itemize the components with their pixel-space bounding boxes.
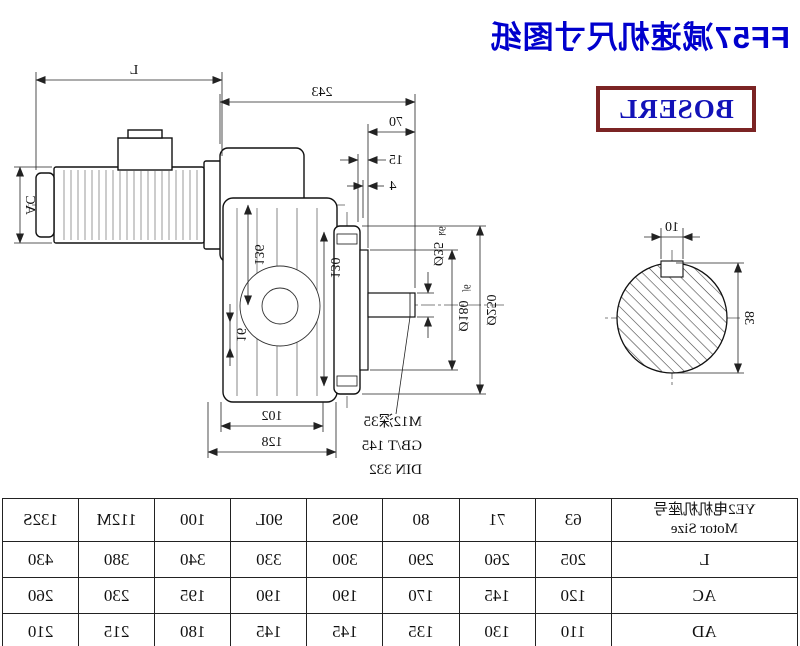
dim-16-label: 16 — [233, 328, 248, 342]
cell: 260 — [459, 541, 536, 578]
cell: 290 — [383, 541, 460, 578]
col-112m: 112M — [78, 498, 155, 542]
header-motor-size: YE2电机机座号 Motor Size — [611, 498, 798, 542]
cell: 300 — [306, 541, 383, 578]
gear-cover-hub — [261, 287, 299, 325]
cell: 330 — [230, 541, 307, 578]
row-label: L — [611, 541, 798, 578]
row-label: AD — [611, 613, 798, 646]
cell: 380 — [78, 541, 155, 578]
table-header-row: YE2电机机座号 Motor Size 63 71 80 90S 90L 100… — [2, 498, 798, 542]
cell: 170 — [383, 577, 460, 614]
standard-gb-note: GB/T 145 — [362, 438, 422, 454]
cell: 130 — [459, 613, 536, 646]
dim-spigot-tolerance: j6 — [462, 284, 472, 293]
dimension-labels: L 243 70 15 4 AC Ø250 Ø180 j6 Ø35 k6 136… — [22, 63, 756, 478]
col-100: 100 — [154, 498, 231, 542]
table-row-AC: AC 120 145 170 190 190 195 230 260 — [2, 577, 798, 614]
cell: 260 — [2, 577, 79, 614]
cell: 145 — [459, 577, 536, 614]
dim-136-label: 136 — [251, 245, 266, 266]
cell: 195 — [154, 577, 231, 614]
terminal-box — [117, 137, 173, 171]
col-63: 63 — [535, 498, 612, 542]
tapped-hole-note: M12深35 — [364, 413, 422, 430]
dim-overall-label: 243 — [312, 85, 333, 100]
header-line2: Motor Size — [670, 521, 738, 537]
col-90s: 90S — [306, 498, 383, 542]
motor-view — [35, 129, 225, 250]
dimension-lines — [14, 72, 744, 458]
dim-shaft-diameter-label: Ø35 — [430, 242, 445, 266]
col-90l: 90L — [230, 498, 307, 542]
motor-size-table: YE2电机机座号 Motor Size 63 71 80 90S 90L 100… — [2, 498, 798, 646]
keyway — [660, 260, 684, 278]
cell: 430 — [2, 541, 79, 578]
cell: 135 — [383, 613, 460, 646]
dim-over-key-label: 38 — [741, 311, 756, 325]
motor-cooling-fins — [63, 170, 198, 240]
reducer-dimension-drawing: L 243 70 15 4 AC Ø250 Ø180 j6 Ø35 k6 136… — [14, 63, 756, 478]
cell: 190 — [230, 577, 307, 614]
table-row-L: L 205 260 290 300 330 340 380 430 — [2, 541, 798, 578]
cell: 110 — [535, 613, 612, 646]
dim-130-label: 130 — [327, 258, 342, 279]
cell: 120 — [535, 577, 612, 614]
row-label: AC — [611, 577, 798, 614]
header-line1: YE2电机机座号 — [653, 501, 756, 518]
dim-128-label: 128 — [262, 435, 283, 450]
cell: 180 — [154, 613, 231, 646]
col-71: 71 — [459, 498, 536, 542]
dim-shaft-length-label: 70 — [389, 115, 403, 130]
standard-din-note: DIN 332 — [369, 462, 422, 478]
flange-bolt-hole — [336, 233, 358, 245]
dim-motor-length-label: L — [130, 63, 139, 78]
dim-key-width-label: 10 — [665, 220, 679, 235]
cell: 340 — [154, 541, 231, 578]
cell: 145 — [306, 613, 383, 646]
col-80: 80 — [383, 498, 460, 542]
cell: 230 — [78, 577, 155, 614]
cell: 205 — [535, 541, 612, 578]
dim-4-label: 4 — [390, 179, 397, 194]
cell: 190 — [306, 577, 383, 614]
shaft-section-view — [616, 260, 728, 374]
cell: 145 — [230, 613, 307, 646]
col-132s: 132S — [2, 498, 79, 542]
dim-shaft-tolerance: k6 — [437, 226, 447, 236]
dim-spigot-label: Ø180 — [455, 300, 470, 331]
output-shaft — [367, 292, 416, 318]
flange-bolt-hole — [336, 375, 358, 387]
dim-motor-diameter-label: AC — [22, 195, 37, 214]
output-flange — [333, 225, 369, 395]
dim-flange-od-label: Ø250 — [483, 294, 498, 325]
cell: 210 — [2, 613, 79, 646]
cell: 215 — [78, 613, 155, 646]
dim-102-label: 102 — [262, 409, 283, 424]
dim-15-label: 15 — [389, 153, 403, 168]
table-row-AD: AD 110 130 135 145 145 180 215 210 — [2, 613, 798, 646]
